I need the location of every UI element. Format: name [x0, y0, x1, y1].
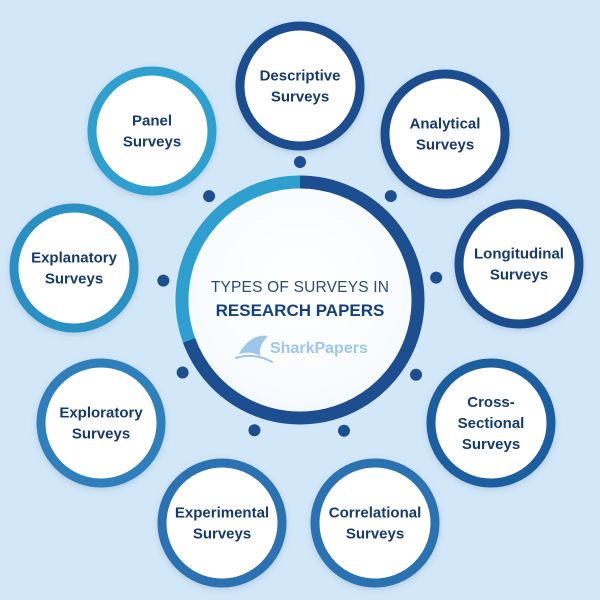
node-circle-longitudinal — [454, 199, 584, 329]
brand-logo: SharkPapers — [235, 335, 368, 363]
connector-dot-descriptive — [294, 156, 306, 168]
node-label-correlational: Correlational — [329, 505, 422, 522]
connector-dot-cross-sectional — [410, 368, 423, 381]
node-label-panel: Panel — [132, 113, 172, 130]
node-label-longitudinal: Surveys — [490, 267, 548, 284]
node-label-analytical: Analytical — [410, 116, 481, 133]
node-circle-cross-sectional — [426, 358, 556, 488]
node-circle-experimental — [157, 458, 287, 588]
node-label-cross-sectional: Cross- — [467, 394, 515, 411]
center-title-line2: RESEARCH PAPERS — [216, 301, 385, 320]
connector-dot-analytical — [384, 190, 397, 203]
node-label-descriptive: Surveys — [271, 89, 329, 106]
node-label-exploratory: Exploratory — [59, 405, 143, 422]
connector-dot-panel — [203, 190, 216, 203]
survey-nodes: DescriptiveSurveysAnalyticalSurveysLongi… — [9, 21, 584, 588]
node-label-exploratory: Surveys — [72, 426, 130, 443]
node-circle-correlational — [310, 458, 440, 588]
node-label-longitudinal: Longitudinal — [474, 246, 564, 263]
connector-dot-experimental — [248, 424, 261, 437]
node-label-explanatory: Explanatory — [31, 250, 118, 267]
node-label-cross-sectional: Sectional — [458, 415, 525, 432]
connector-dots — [157, 156, 443, 437]
node-label-panel: Surveys — [123, 134, 181, 151]
wave-icon — [235, 354, 273, 363]
node-circle-panel — [87, 66, 217, 196]
node-label-descriptive: Descriptive — [260, 68, 341, 85]
node-label-explanatory: Surveys — [45, 271, 103, 288]
node-label-experimental: Surveys — [193, 526, 251, 543]
connector-dot-exploratory — [176, 366, 189, 379]
node-label-cross-sectional: Surveys — [462, 436, 520, 453]
center-hub-disc — [182, 182, 418, 418]
center-ring-dark-arc — [183, 175, 425, 425]
center-title-line1: TYPES OF SURVEYS IN — [211, 279, 389, 296]
node-circle-analytical — [380, 69, 510, 199]
node-circle-explanatory — [9, 203, 139, 333]
connector-dot-explanatory — [157, 274, 170, 287]
node-label-experimental: Experimental — [175, 505, 269, 522]
node-label-correlational: Surveys — [346, 526, 404, 543]
shark-fin-icon — [239, 335, 268, 356]
center-ring-light-arc — [175, 175, 301, 347]
connector-dot-correlational — [337, 424, 350, 437]
brand-name: SharkPapers — [270, 340, 368, 357]
node-label-analytical: Surveys — [416, 137, 474, 154]
center-hub: TYPES OF SURVEYS IN RESEARCH PAPERS Shar… — [175, 175, 425, 425]
node-circle-descriptive — [235, 21, 365, 151]
connector-dot-longitudinal — [430, 271, 443, 284]
node-circle-exploratory — [36, 358, 166, 488]
